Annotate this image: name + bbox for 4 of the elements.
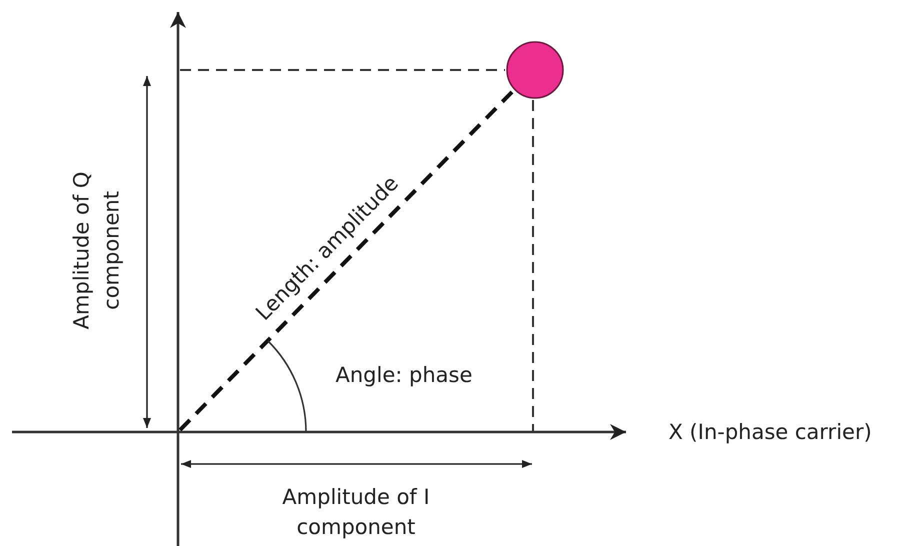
axis-label: X (In-phase carrier) <box>668 419 872 446</box>
dimension-label: Amplitude of Q component <box>68 170 125 332</box>
angle-label: Angle: phase <box>336 362 472 389</box>
dimension-label: Amplitude of I component <box>281 484 431 541</box>
